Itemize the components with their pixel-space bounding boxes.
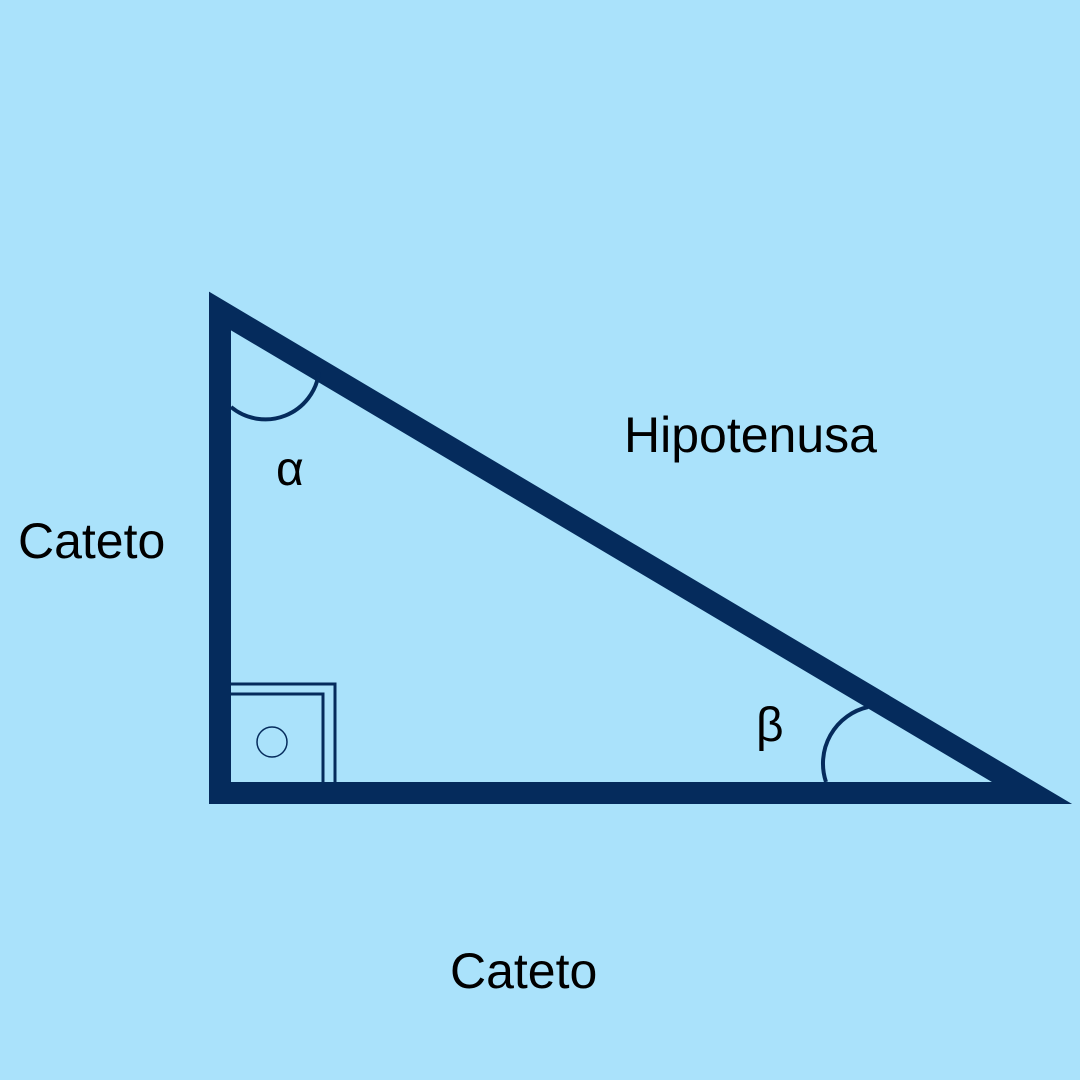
- angle-beta-label: β: [756, 699, 784, 752]
- angle-alpha-label: α: [276, 443, 304, 496]
- right-angle-marker: [231, 682, 337, 782]
- horizontal-leg-label: Cateto: [450, 943, 598, 999]
- right-triangle: [209, 291, 1073, 804]
- right-angle-dot: [256, 726, 288, 758]
- hypotenuse-label: Hipotenusa: [624, 407, 877, 463]
- angle-beta-arc: [820, 705, 869, 783]
- vertical-leg-label: Cateto: [18, 513, 166, 569]
- angle-alpha-arc: [229, 371, 321, 422]
